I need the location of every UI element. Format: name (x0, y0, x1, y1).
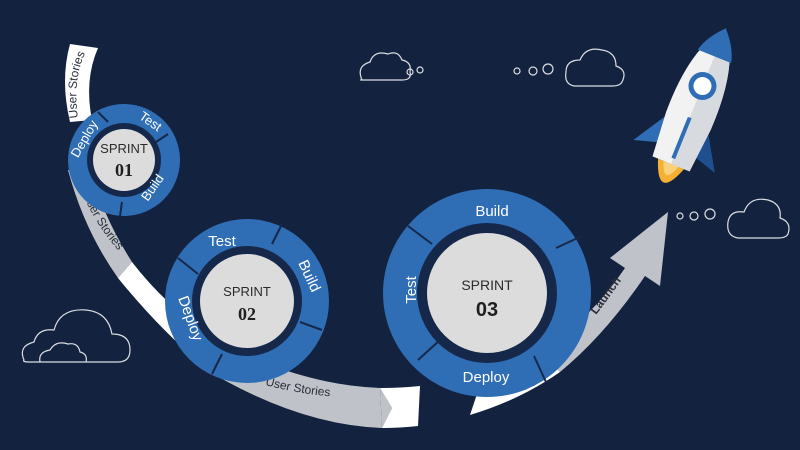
sprint-01-title: SPRINT (100, 141, 148, 156)
sprint-02-phase-test: Test (208, 233, 236, 250)
sprint-03-title: SPRINT (461, 277, 513, 293)
sprint-03-cycle: SPRINT 03 Build Test Deploy (383, 189, 591, 397)
sprint-03-phase-test: Test (403, 275, 420, 303)
sprint-01-cycle: SPRINT 01 Deploy Test Build (67, 104, 180, 217)
sprint-01-number: 01 (115, 160, 133, 180)
sprint-03-phase-deploy: Deploy (463, 369, 510, 386)
cloud-icon (21, 309, 131, 363)
process-path-ribbon (65, 44, 668, 428)
rocket-icon (633, 28, 732, 183)
cloud-icon (513, 48, 625, 87)
cloud-icon (359, 52, 424, 81)
sprint-03-phase-build: Build (475, 203, 508, 220)
sprint-02-cycle: SPRINT 02 Test Build Deploy (165, 219, 329, 383)
sprint-02-title: SPRINT (223, 284, 271, 299)
sprint-03-number: 03 (476, 299, 498, 321)
sprint-01-hub (93, 129, 155, 191)
sprint-03-hub (427, 233, 547, 353)
sprint-02-number: 02 (238, 304, 256, 324)
sprint-02-hub (200, 254, 294, 348)
cloud-icon (676, 198, 790, 239)
